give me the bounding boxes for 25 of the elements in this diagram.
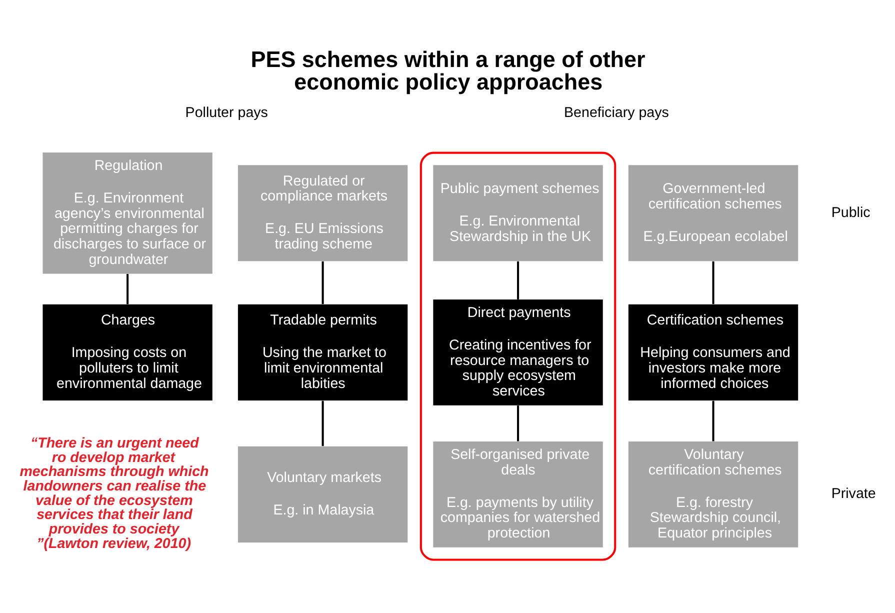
connector bbox=[712, 260, 714, 304]
connector bbox=[517, 405, 520, 441]
node-box: Voluntary certification schemes E.g. forestry Stewardship council, Equator principles bbox=[628, 440, 798, 547]
node-box: Certification schemes Helping consumers and investors make more informed choices bbox=[628, 304, 798, 400]
connector bbox=[712, 400, 714, 441]
label: Polluter pays bbox=[185, 104, 268, 120]
node-box: Tradable permits Using the market to limit environmental labities bbox=[238, 304, 408, 400]
diagram-title: PES schemes within a range of other economic policy approaches bbox=[250, 46, 646, 94]
node-box: Voluntary markets E.g. in Malaysia bbox=[238, 446, 408, 542]
label: Beneficiary pays bbox=[564, 104, 669, 120]
connector bbox=[126, 273, 129, 304]
label: “There is an urgent need ro develop market mechanisms through which landowners can realise the value of the ecosystem services that their land provides to society ”(Lawton review, 2010) bbox=[20, 435, 209, 552]
label: Private bbox=[831, 486, 876, 502]
connector bbox=[322, 260, 324, 304]
label: Public bbox=[831, 204, 870, 220]
node-box: Direct payments Creating incentives for resource managers to supply ecosystem services bbox=[433, 298, 603, 405]
connector bbox=[322, 400, 324, 446]
node-box: Regulation E.g. Environment agency’s environmental permitting charges for discharges to surface or groundwater bbox=[42, 152, 212, 274]
connector bbox=[517, 260, 520, 299]
node-box: Self-organised private deals E.g. payments by utility companies for watershed protection bbox=[433, 440, 603, 547]
node-box: Government-led certification schemes E.g.European ecolabel bbox=[628, 164, 798, 261]
cluster bbox=[420, 151, 616, 560]
node-box: Charges Imposing costs on polluters to limit environmental damage bbox=[42, 304, 212, 400]
node-box: Regulated or compliance markets E.g. EU Emissions trading scheme bbox=[238, 164, 408, 261]
node-box: Public payment schemes E.g. Environmental Stewardship in the UK bbox=[433, 164, 603, 261]
